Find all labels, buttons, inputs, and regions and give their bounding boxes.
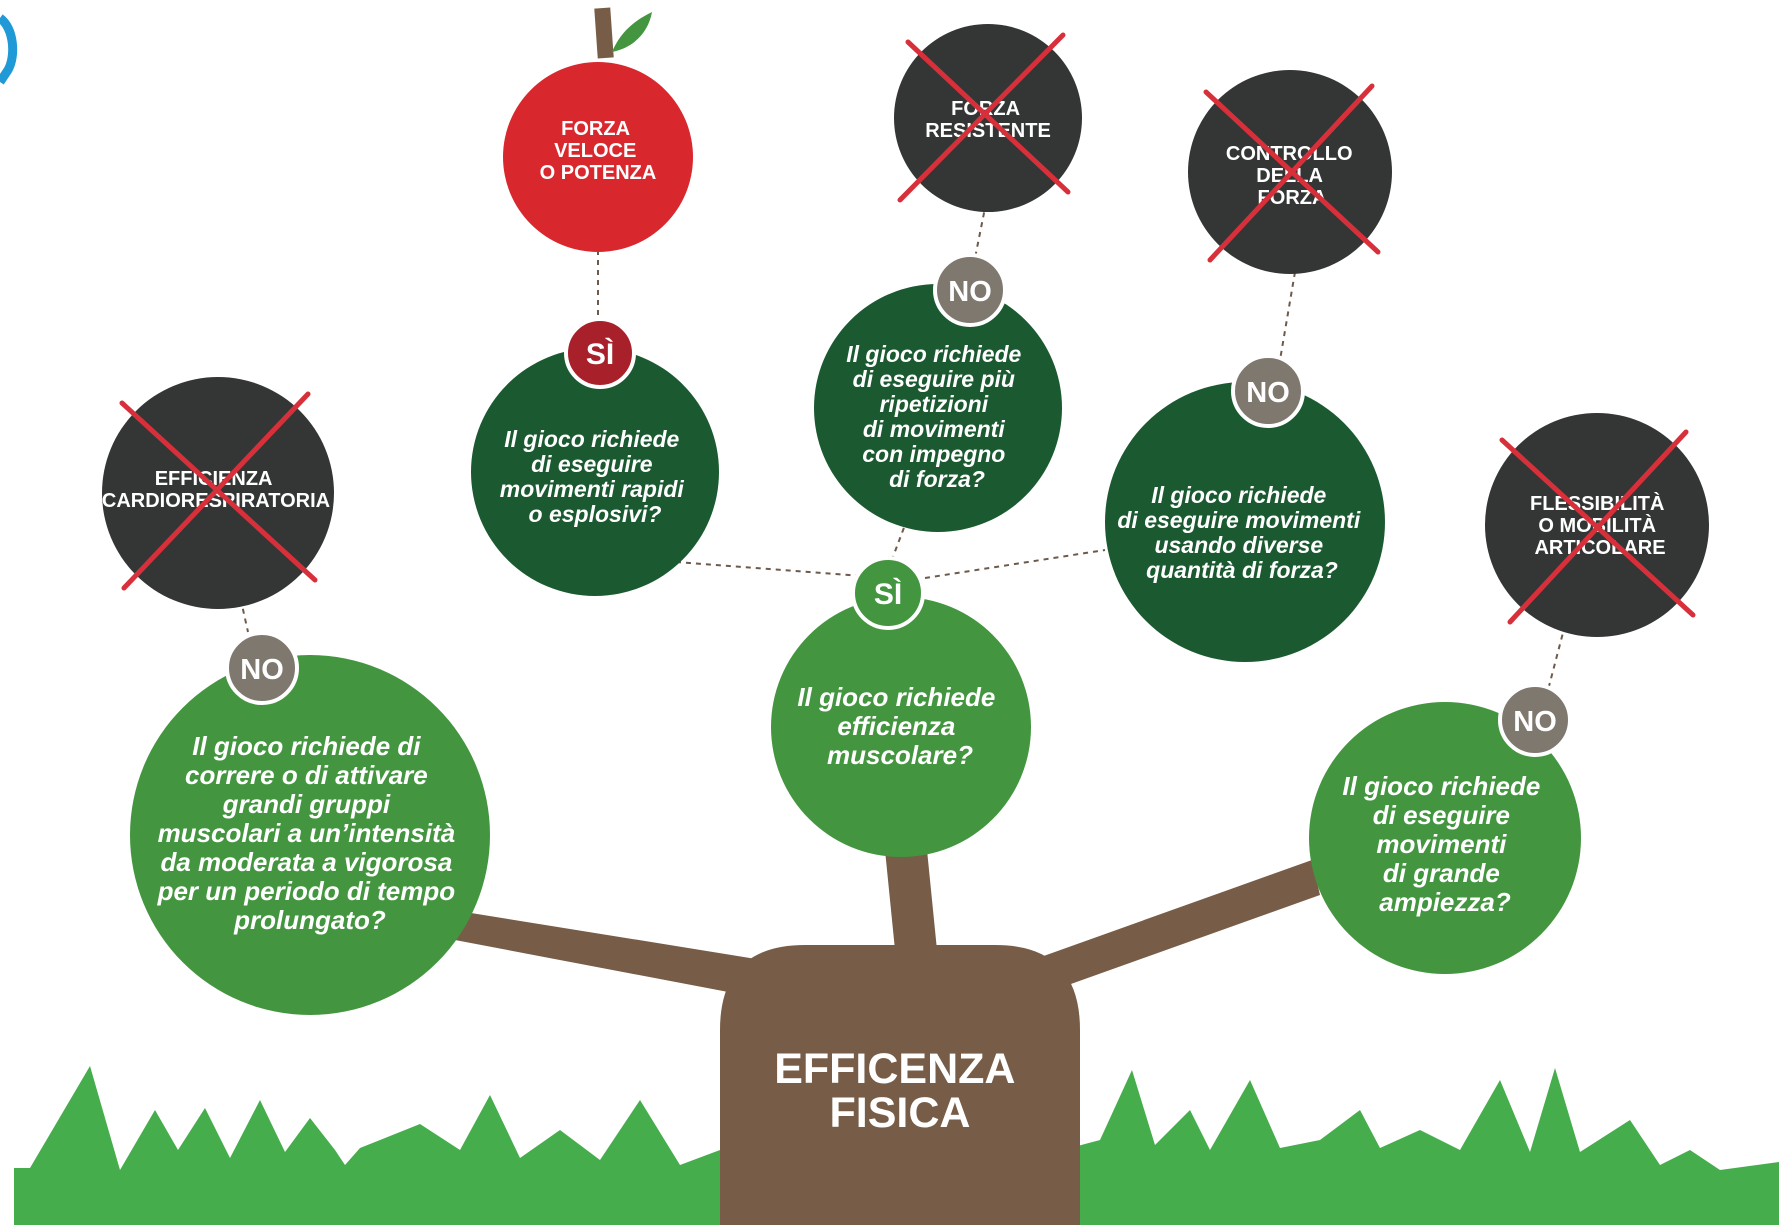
cross-mark [897, 32, 1066, 203]
apple-stem [594, 7, 614, 59]
question-rapid-line: Il gioco richiede [504, 426, 679, 452]
outcome-power-line: O POTENZA [540, 162, 657, 184]
question-amplitude: Il gioco richiede di eseguire movimenti … [1309, 702, 1581, 974]
branches [440, 840, 1320, 1005]
apple-leaf [612, 12, 652, 52]
trunk-label-line: EFFICENZA [774, 1045, 1014, 1093]
outcome-flexibility-line: FLESSIBILITÀ [1530, 492, 1664, 515]
branch-center [884, 840, 938, 960]
question-repetitions-line: di forza? [889, 466, 985, 492]
svg-text:Il gioco richiede effici: Il gioco richiede efficienza muscolare? [797, 682, 1002, 770]
outcome-cardio-efficiency: EFFICIENZA CARDIORESPIRATORIA [102, 377, 334, 609]
question-muscular-line: efficienza [837, 711, 955, 741]
question-cardio-line: muscolari a un’intensità [158, 818, 456, 848]
cross-mark [1207, 83, 1375, 263]
svg-text:Il gioco richiede di ese: Il gioco richiede di eseguire più ripeti… [846, 341, 1028, 492]
trunk-label-line: FISICA [830, 1089, 971, 1137]
badge-no-cardio: NO [225, 631, 299, 705]
outcome-power-line: FORZA [561, 118, 629, 140]
badge-no-repetitions: NO [933, 253, 1007, 327]
question-repetitions-line: con impegno [862, 441, 1005, 467]
badge-yes-muscular: SÌ [851, 556, 925, 630]
trunk-label: EFFICENZA FISICA [774, 1045, 1026, 1137]
svg-text:EFFICIENZA CARDIORESPIRA: EFFICIENZA CARDIORESPIRATORIA [102, 468, 330, 512]
question-force-quantity-line: usando diverse [1154, 532, 1323, 558]
trunk [720, 945, 1080, 1225]
question-repetitions-line: Il gioco richiede [846, 341, 1021, 367]
cross-mark [121, 391, 311, 591]
cross-mark [905, 39, 1071, 195]
question-cardio-line: per un periodo di tempo [157, 876, 456, 906]
svg-text:FORZA VELOCE O POT: FORZA VELOCE O POTENZA [540, 118, 657, 184]
question-muscular-line: Il gioco richiede [797, 682, 995, 712]
question-amplitude-line: di eseguire [1373, 800, 1510, 830]
svg-text:Il gioco richiede di ese: Il gioco richiede di eseguire movimenti … [1342, 771, 1547, 917]
badge-yes-muscular-text: SÌ [874, 577, 902, 611]
badge-no-amplitude-text: NO [1513, 706, 1557, 738]
question-cardio-line: prolungato? [233, 905, 386, 935]
question-force-quantity-line: di eseguire movimenti [1117, 507, 1360, 533]
question-muscular-line: muscolare? [827, 740, 973, 770]
svg-text:Il gioco richiede di ese: Il gioco richiede di eseguire movimenti … [500, 426, 690, 527]
question-force-quantity: Il gioco richiede di eseguire movimenti … [1105, 382, 1385, 662]
outcome-power: FORZA VELOCE O POTENZA [503, 62, 693, 252]
grass-right [1070, 1068, 1779, 1225]
question-repetitions-line: di movimenti [863, 416, 1005, 442]
outcome-cardio-efficiency-line: EFFICIENZA [155, 468, 272, 490]
svg-text:Il gioco richiede di ese: Il gioco richiede di eseguire movimenti … [1117, 482, 1366, 583]
branch-left [440, 908, 775, 1000]
question-repetitions-line: ripetizioni [879, 391, 988, 417]
outcome-flexibility: FLESSIBILITÀ O MOBILITÀ ARTICOLARE [1485, 413, 1709, 637]
svg-text:Il gioco richiede di cor: Il gioco richiede di correre o di attiva… [157, 731, 463, 935]
question-repetitions-line: di eseguire più [853, 366, 1015, 392]
question-amplitude-line: movimenti [1376, 829, 1507, 859]
outcome-endurance-strength: FORZA RESISTENTE [894, 24, 1082, 212]
question-amplitude-line: ampiezza? [1379, 887, 1511, 917]
cross-mark [1507, 429, 1689, 625]
badge-no-amplitude: NO [1498, 683, 1572, 757]
question-cardio: Il gioco richiede di correre o di attiva… [130, 655, 490, 1015]
question-muscular: Il gioco richiede efficienza muscolare? [771, 597, 1031, 857]
question-cardio-line: correre o di attivare [185, 760, 428, 790]
badge-no-repetitions-text: NO [948, 276, 992, 308]
question-repetitions: Il gioco richiede di eseguire più ripeti… [814, 284, 1062, 532]
outcome-flexibility-line: ARTICOLARE [1534, 537, 1665, 559]
outcome-cardio-efficiency-line: CARDIORESPIRATORIA [102, 490, 330, 512]
outcome-force-control-line: CONTROLLO [1226, 143, 1353, 165]
branch-right [1010, 860, 1320, 1005]
outcome-power-line: VELOCE [554, 140, 636, 162]
badge-yes-rapid-text: SÌ [586, 337, 614, 371]
svg-text:FORZA RESISTENTE: FORZA RESISTENTE [925, 98, 1051, 142]
question-rapid: Il gioco richiede di eseguire movimenti … [471, 348, 719, 596]
badge-no-force-quantity-text: NO [1246, 377, 1290, 409]
question-cardio-line: da moderata a vigorosa [160, 847, 452, 877]
question-cardio-line: Il gioco richiede di [192, 731, 421, 761]
question-rapid-line: movimenti rapidi [500, 476, 685, 502]
badge-no-force-quantity: NO [1231, 354, 1305, 428]
question-force-quantity-line: quantità di forza? [1146, 557, 1338, 583]
question-cardio-line: grandi gruppi [222, 789, 391, 819]
logo-fragment [0, 14, 18, 85]
outcome-endurance-strength-line: RESISTENTE [925, 120, 1051, 142]
outcome-endurance-strength-line: FORZA [951, 98, 1019, 120]
badge-no-cardio-text: NO [240, 654, 284, 686]
grass [14, 1066, 720, 1225]
question-rapid-line: o esplosivi? [529, 501, 662, 527]
question-rapid-line: di eseguire [531, 451, 653, 477]
question-force-quantity-line: Il gioco richiede [1151, 482, 1326, 508]
question-amplitude-line: di grande [1383, 858, 1500, 888]
question-amplitude-line: Il gioco richiede [1342, 771, 1540, 801]
badge-yes-rapid: SÌ [564, 317, 636, 389]
outcome-force-control: CONTROLLO DELLA FORZA [1188, 70, 1392, 274]
